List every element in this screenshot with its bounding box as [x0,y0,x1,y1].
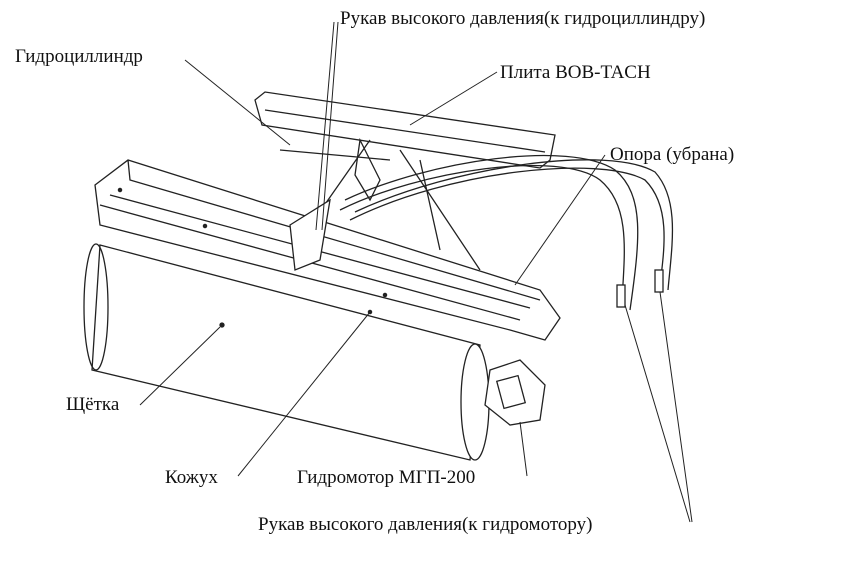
label-hydraulic-cylinder: Гидроциллиндр [15,46,143,67]
hydraulic-motor [484,359,546,426]
bob-tach-plate [254,91,556,271]
label-brush: Щётка [66,394,120,415]
leader-lines [139,21,693,523]
hoses [339,154,674,311]
label-hydraulic-motor: Гидромотор МГП-200 [297,467,476,488]
label-hose-to-cylinder: Рукав высокого давления(к гидроциллиндру… [340,8,706,29]
label-cover: Кожух [165,467,218,488]
brush-cylinder [83,243,490,461]
label-bob-tach-plate: Плита BOB-TACH [500,62,651,83]
label-hose-to-motor: Рукав высокого давления(к гидромотору) [258,514,593,535]
label-support: Опора (убрана) [610,144,735,165]
